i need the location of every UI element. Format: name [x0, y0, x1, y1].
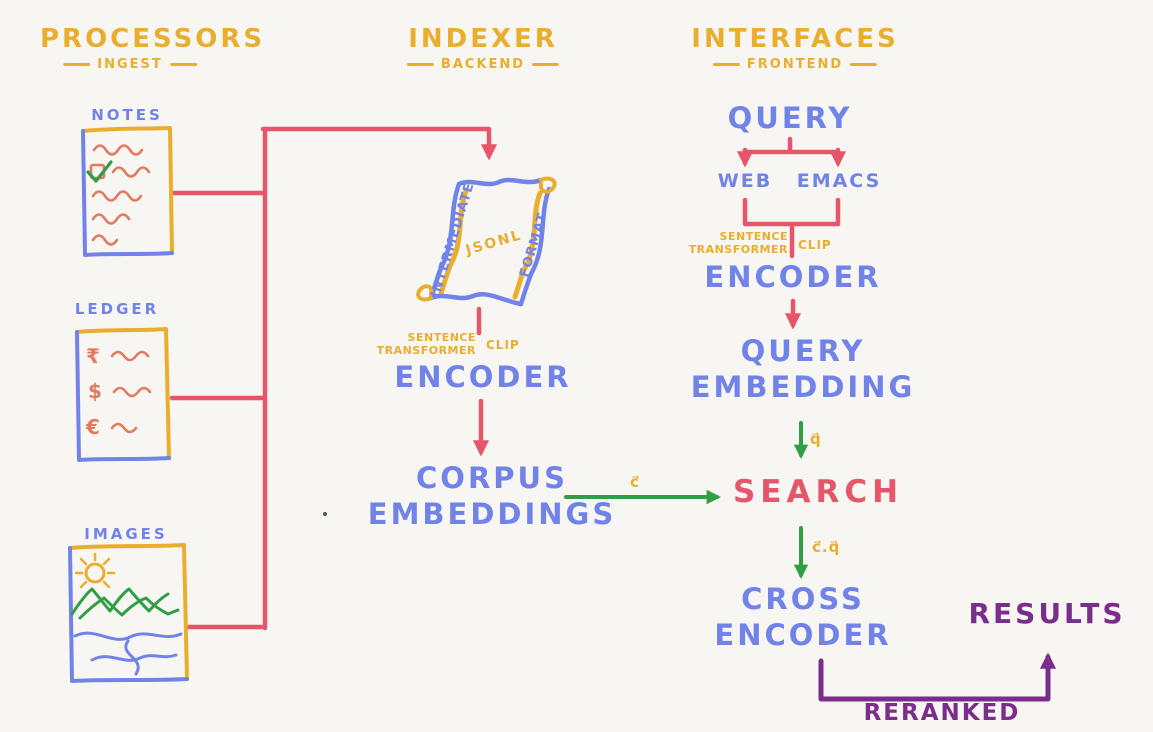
reranked-connector — [818, 652, 1057, 702]
dash-line — [63, 63, 91, 66]
checkmark-icon — [86, 160, 113, 183]
dash-line — [406, 63, 434, 66]
interfaces-connector-lines — [736, 136, 847, 330]
dash-line — [850, 63, 878, 66]
corpus-line1: CORPUS — [416, 461, 568, 495]
ledger-label: LEDGER — [74, 300, 160, 318]
processors-title: PROCESSORS — [40, 24, 266, 54]
interfaces-model-line2: TRANSFORMER — [688, 243, 788, 256]
web-label: WEB — [717, 170, 773, 192]
interfaces-subtitle: FRONTEND — [706, 57, 884, 72]
dot-product-label: c⃗.q⃗ — [812, 538, 841, 556]
cross-encoder-line1: CROSS — [741, 582, 865, 616]
indexer-model-line2: TRANSFORMER — [376, 344, 476, 357]
indexer-clip-label: CLIP — [486, 338, 520, 352]
indexer-encoder-label: ENCODER — [394, 360, 572, 394]
interfaces-encoder-label: ENCODER — [704, 260, 882, 294]
stray-dot-mark — [323, 512, 327, 516]
indexer-subtitle: BACKEND — [400, 57, 566, 72]
cross-encoder-line2: ENCODER — [714, 618, 892, 652]
river-icon — [73, 631, 183, 676]
query-embedding-label: QUERY EMBEDDING — [691, 333, 916, 405]
images-label: IMAGES — [84, 525, 168, 543]
images-card-drawing — [68, 543, 189, 683]
interfaces-clip-label: CLIP — [798, 238, 832, 252]
jsonl-scroll-icon — [416, 176, 557, 307]
dash-line — [532, 63, 560, 66]
corpus-vector-label: c⃗ — [630, 473, 640, 491]
cross-encoder-label: CROSS ENCODER — [714, 581, 891, 653]
query-embedding-line1: QUERY — [740, 334, 866, 368]
mountains-icon — [70, 587, 180, 620]
ingest-connector-lines — [169, 126, 498, 631]
search-flow-arrows — [564, 421, 809, 579]
corpus-line2: EMBEDDINGS — [367, 497, 617, 531]
query-vector-label: q⃗ — [810, 430, 822, 448]
interfaces-model-line1: SENTENCE — [719, 230, 788, 243]
indexer-subtitle-text: BACKEND — [440, 57, 526, 72]
indexer-model-line1: SENTENCE — [407, 331, 476, 344]
emacs-label: EMACS — [796, 170, 882, 192]
reranked-label: RERANKED — [863, 700, 1021, 726]
dash-line — [169, 63, 197, 66]
ledger-card-drawing — [75, 327, 171, 462]
query-label: QUERY — [727, 101, 853, 135]
interfaces-title: INTERFACES — [691, 24, 899, 54]
note-squiggles — [89, 144, 151, 246]
ledger-squiggles — [110, 350, 152, 434]
results-label: RESULTS — [968, 597, 1126, 630]
euro-symbol: € — [86, 415, 100, 439]
notes-card-drawing — [81, 126, 174, 257]
corpus-embeddings-label: CORPUS EMBEDDINGS — [368, 460, 616, 532]
rupee-symbol: ₹ — [86, 344, 100, 368]
dollar-symbol: $ — [88, 379, 102, 403]
interfaces-subtitle-text: FRONTEND — [746, 57, 844, 72]
dash-line — [712, 63, 740, 66]
notes-label: NOTES — [91, 106, 163, 124]
processors-subtitle-text: INGEST — [97, 57, 163, 72]
search-label: SEARCH — [732, 474, 904, 510]
query-embedding-line2: EMBEDDING — [690, 370, 916, 404]
sun-icon — [74, 552, 116, 589]
indexer-title: INDEXER — [408, 24, 558, 54]
processors-subtitle: INGEST — [56, 57, 204, 72]
